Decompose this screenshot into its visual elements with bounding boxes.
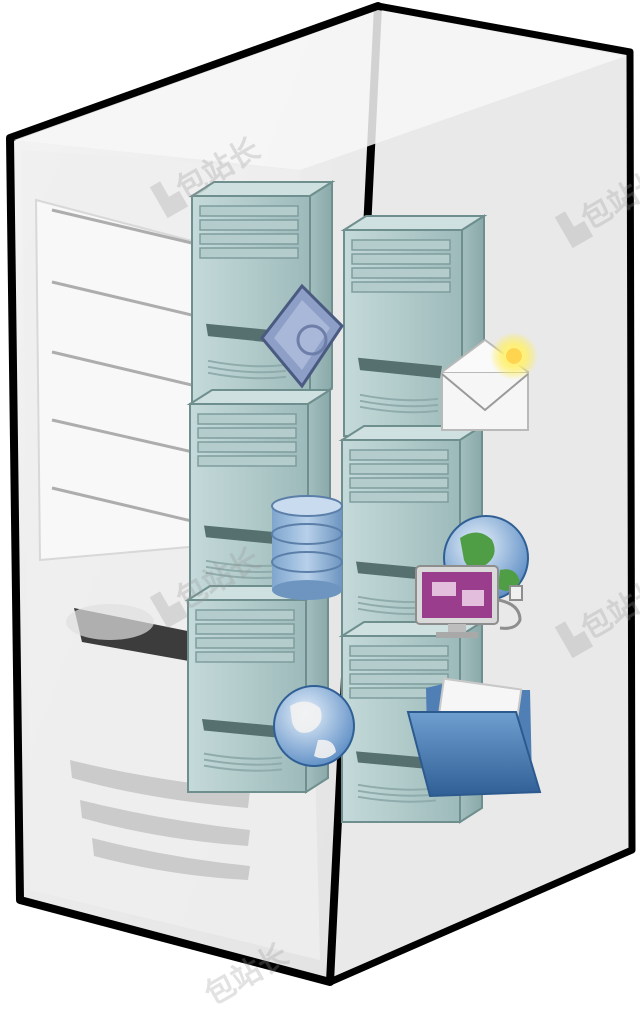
monitor-icon xyxy=(415,565,523,638)
rack-units xyxy=(184,180,488,824)
vent-grill xyxy=(70,760,250,880)
database-icon xyxy=(271,495,343,600)
email-icon xyxy=(441,332,538,431)
globe-icon xyxy=(273,685,355,767)
folder-icon xyxy=(406,677,542,798)
network-diamond-icon xyxy=(260,283,344,389)
server-illustration: ▙包站长 ▙包站长 ▙包站长 ▙包站长 包站长 xyxy=(6,2,640,1013)
